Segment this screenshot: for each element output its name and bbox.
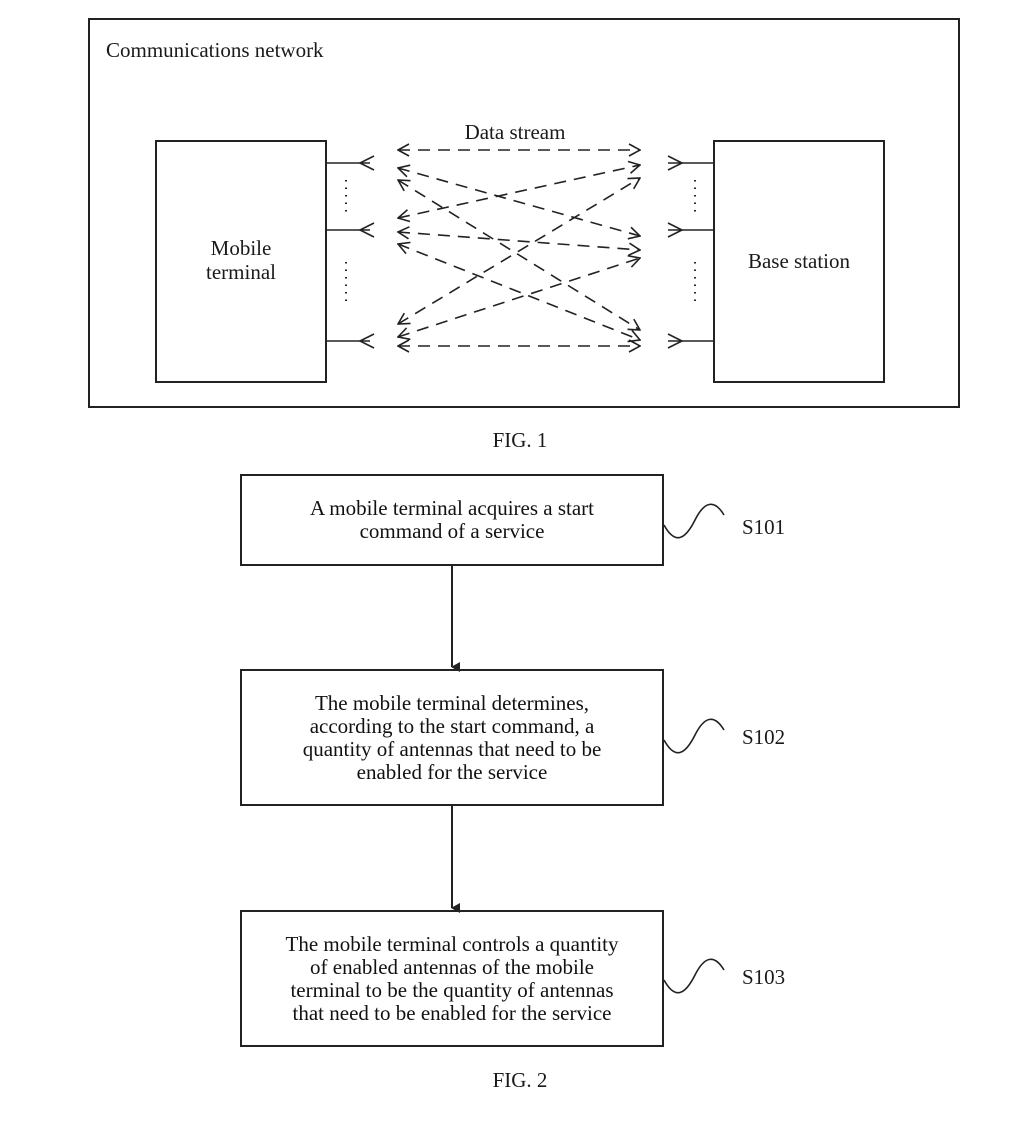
step-label-s103: S103 <box>742 965 786 989</box>
data-stream-arrow <box>398 232 640 250</box>
step-text-s103: The mobile terminal controls a quantity … <box>285 931 619 1025</box>
base-station-box <box>713 140 885 383</box>
fig1-caption: FIG. 1 <box>492 428 548 452</box>
data-stream-arrow <box>398 244 640 340</box>
station-antenna-icon <box>667 222 684 238</box>
step-box-s101: A mobile terminal acquires a start comma… <box>240 474 664 566</box>
data-stream-arrow <box>398 165 640 218</box>
terminal-antenna-icon <box>358 222 375 238</box>
terminal-antenna-icon <box>358 155 375 171</box>
step-label-s101: S101 <box>742 515 786 539</box>
step-text-s102: The mobile terminal determines, accordin… <box>302 690 602 784</box>
terminal-antenna-icon <box>358 333 375 349</box>
data-stream-label: Data stream <box>464 120 566 144</box>
fig2-caption: FIG. 2 <box>492 1068 548 1092</box>
step-text-s101: A mobile terminal acquires a start comma… <box>310 496 594 543</box>
communications-network-label: Communications network <box>106 38 324 62</box>
station-antenna-icon <box>667 333 684 349</box>
step-box-s103: The mobile terminal controls a quantity … <box>240 910 664 1047</box>
step-box-s102: The mobile terminal determines, accordin… <box>240 669 664 806</box>
mobile-terminal-box <box>155 140 327 383</box>
station-antenna-icon <box>667 155 684 171</box>
base-station-label: Base station <box>747 249 851 273</box>
data-stream-arrow <box>398 258 640 337</box>
mobile-terminal-label: Mobile terminal <box>206 236 276 284</box>
step-label-s102: S102 <box>742 725 786 749</box>
data-stream-arrow <box>398 178 640 324</box>
